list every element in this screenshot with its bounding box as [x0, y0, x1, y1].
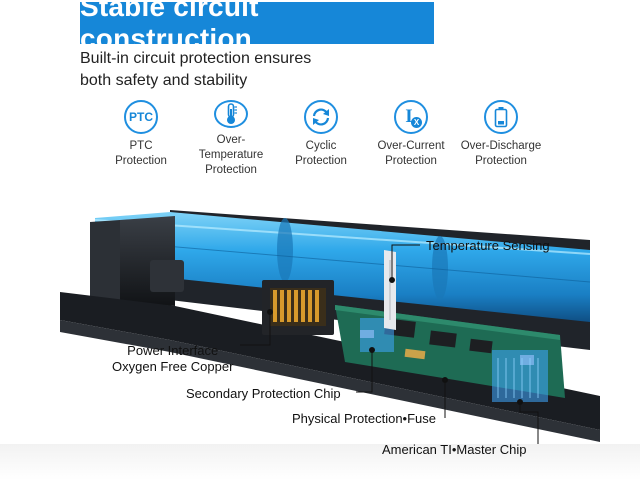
- battery-casing-front: [60, 216, 600, 442]
- feature-ptc: PTC PTC Protection: [96, 100, 186, 178]
- battery-icon: [484, 100, 518, 134]
- ptc-icon: PTC: [124, 100, 158, 134]
- feature-label: Over-Temperature Protection: [186, 133, 276, 178]
- feature-over-current: I X Over-Current Protection: [366, 100, 456, 178]
- callout-secondary-protection-chip: Secondary Protection Chip: [186, 386, 341, 401]
- callout-power-interface: Power Interface Oxygen Free Copper: [112, 343, 233, 375]
- feature-over-temperature: Over-Temperature Protection: [186, 100, 276, 178]
- feature-over-discharge: Over-Discharge Protection: [456, 100, 546, 178]
- feature-label: Over-Current Protection: [377, 139, 444, 169]
- feature-label-line-1: Cyclic: [305, 140, 337, 152]
- feature-label-line-2: Protection: [295, 155, 347, 167]
- feature-label-line-2: Protection: [115, 155, 167, 167]
- temperature-sensor: [384, 250, 396, 330]
- feature-label: PTC Protection: [115, 139, 167, 169]
- feature-label-line-1: PTC: [129, 140, 153, 152]
- current-icon-letter: I: [405, 106, 413, 127]
- feature-cyclic: Cyclic Protection: [276, 100, 366, 178]
- cycle-arrows-icon: [304, 100, 338, 134]
- feature-row: PTC PTC Protection Over-Temperature Prot…: [96, 100, 546, 178]
- callout-lines: [240, 244, 539, 450]
- current-icon-badge: X: [411, 117, 422, 128]
- callout-temperature-sensing: Temperature Sensing: [426, 238, 550, 253]
- subtitle: Built-in circuit protection ensures both…: [80, 48, 380, 92]
- current-icon: I X: [394, 100, 428, 134]
- power-interface-connector: [262, 280, 334, 335]
- thermometer-icon: [214, 100, 248, 128]
- feature-label-line-1: Over-Current: [377, 140, 445, 152]
- callout-american-ti-master-chip: American TI•Master Chip: [382, 442, 527, 457]
- subtitle-line-1: Built-in circuit protection ensures: [80, 50, 312, 67]
- feature-label-line-2: Protection: [475, 155, 527, 167]
- feature-label-line-2: Protection: [385, 155, 437, 167]
- battery-illustration: [0, 180, 640, 480]
- feature-label-line-1: Over-Temperature: [198, 134, 264, 161]
- feature-label-line-1: Over-Discharge: [460, 140, 542, 152]
- feature-label: Over-Discharge Protection: [461, 139, 542, 169]
- page-title: Stable circuit construction: [80, 0, 434, 54]
- callout-power-line-2: Oxygen Free Copper: [112, 359, 234, 374]
- subtitle-line-2: both safety and stability: [80, 72, 248, 89]
- battery-cells: [94, 212, 591, 322]
- callout-physical-protection-fuse: Physical Protection•Fuse: [292, 411, 437, 426]
- feature-label-line-2: Protection: [205, 164, 257, 176]
- ptc-icon-text: PTC: [129, 110, 153, 124]
- feature-label: Cyclic Protection: [295, 139, 347, 169]
- callout-power-line-1: Power Interface: [127, 343, 219, 358]
